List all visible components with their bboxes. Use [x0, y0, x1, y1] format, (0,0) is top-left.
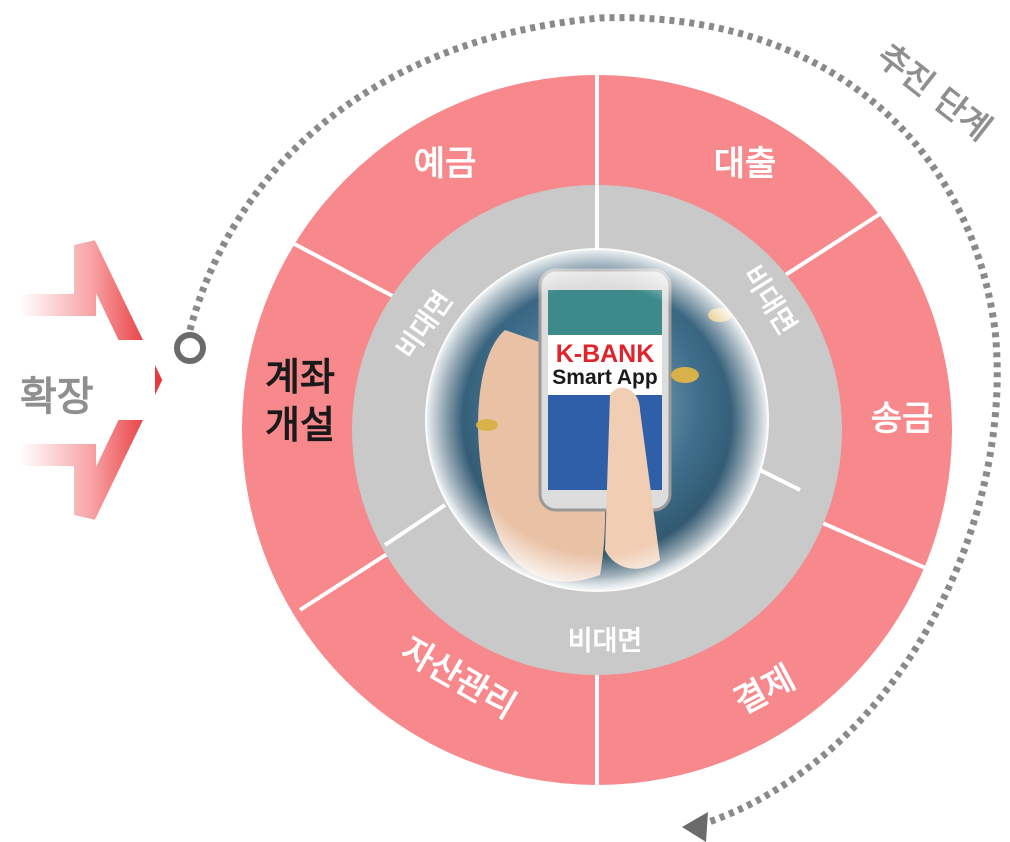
segment-deposit-label: 예금	[414, 144, 477, 184]
center-photo	[425, 248, 769, 592]
inner-ring-label-bottom: 비대면	[568, 626, 643, 657]
segment-account-opening-line1: 계좌	[265, 355, 335, 399]
path-end-arrowhead	[682, 812, 708, 842]
expand-label: 확장	[20, 374, 94, 420]
path-start-circle	[174, 332, 206, 364]
segment-remittance-label: 송금	[871, 399, 934, 439]
progress-path	[174, 14, 1001, 842]
center-logo-title: K-BANK	[556, 340, 655, 368]
segment-loan-label: 대출	[714, 144, 777, 184]
stage-label: 추진 단계	[870, 36, 999, 149]
expand-arrow	[0, 240, 163, 520]
segment-account-opening-line2: 개설	[265, 403, 335, 447]
center-logo-subtitle: Smart App	[552, 366, 657, 389]
